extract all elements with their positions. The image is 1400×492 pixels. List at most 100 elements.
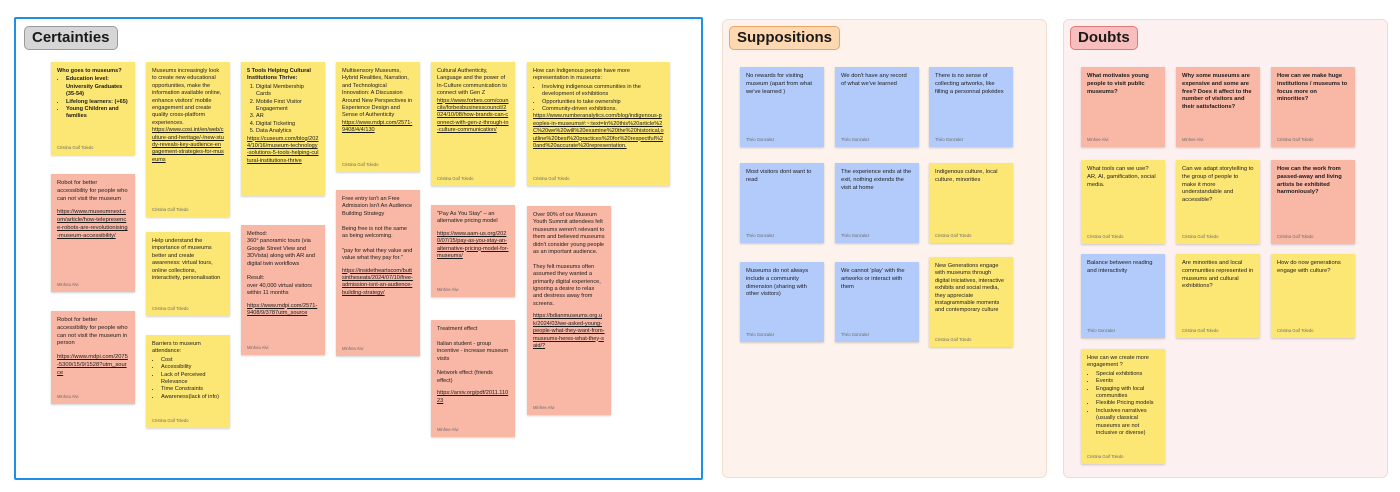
sticky-note-minorities-represented[interactable]: Are minorities and local communities rep… [1176, 254, 1260, 338]
sticky-note-barriers[interactable]: Barriers to museum attendance: Cost Acce… [146, 335, 230, 428]
note-title: Barriers to museum attendance: [152, 341, 201, 355]
note-link[interactable]: https://insidetheartscom/buttsintheseats… [342, 267, 413, 296]
note-title: How can we create more engagement ? [1087, 355, 1149, 369]
note-title: Who goes to museums? [57, 68, 122, 74]
sticky-note-no-collecting[interactable]: There is no sense of collecting artworks… [929, 67, 1013, 147]
note-link[interactable]: https://www.forbes.com/councils/forbesbu… [437, 97, 509, 134]
sticky-note-treatment-effect[interactable]: Treatment effect Italian student - group… [431, 320, 515, 437]
note-text: We cannot 'play' with the artworks or in… [841, 268, 905, 290]
note-link[interactable]: https://www.cosi.int/en/web/culture-and-… [152, 127, 224, 163]
note-bullet: Education level: University Graduates (3… [66, 76, 129, 98]
note-link[interactable]: https://www.aam-us.org/2020/07/15/pay-as… [437, 230, 509, 260]
note-author: Minhea Alvi [57, 393, 79, 399]
note-link[interactable]: https://www.mdpi.com/2571-9408/4/4/130 [342, 119, 413, 134]
note-text: Are minorities and local communities rep… [1182, 260, 1254, 290]
note-author: Cristina Goif Toledo [342, 161, 379, 167]
note-text: There is no sense of collecting artworks… [935, 73, 1004, 95]
note-bullet: Community-driven exhibitions. [542, 106, 664, 113]
note-text: What tools can we use? AR, AI, gamificat… [1087, 166, 1156, 188]
sticky-note-motivates-young[interactable]: What motivates young people to visit pub… [1081, 67, 1165, 147]
sticky-note-understand-importance[interactable]: Help understand the importance of museum… [146, 232, 230, 316]
note-bullet: Involving indigenous communities in the … [542, 84, 664, 99]
note-bullet: Flexible Pricing models [1096, 400, 1159, 407]
sticky-note-robot-accessibility[interactable]: Robot for better accessibility for peopl… [51, 174, 135, 292]
note-bullet: Special exhibitions [1096, 371, 1159, 378]
sticky-note-youth-summit[interactable]: Over 90% of our Museum Youth Summit atte… [527, 206, 611, 415]
note-author: Théo Gonzalez [746, 331, 775, 337]
note-item: Mobile First Visitor Engagement [256, 99, 319, 114]
note-link[interactable]: https://www.mdpi.com/2075-5309/15/9/1528… [57, 354, 128, 376]
note-bullet: Events [1096, 378, 1159, 385]
sticky-note-adapt-storytelling[interactable]: Can we adapt storytelling to the group o… [1176, 160, 1260, 244]
note-author: Cristina Goif Toledo [935, 232, 972, 238]
sticky-note-indigenous-culture[interactable]: Indigenous culture, local culture, minor… [929, 163, 1013, 243]
note-author: Minhea Alvi [57, 281, 79, 287]
sticky-note-experience-ends[interactable]: The experience ends at the exit, nothing… [835, 163, 919, 243]
note-text: Can we adapt storytelling to the group o… [1182, 166, 1254, 204]
sticky-note-balance-reading[interactable]: Balance between reading and interactivit… [1081, 254, 1165, 338]
note-author: Théo Gonzalez [841, 136, 870, 142]
note-author: Théo Gonzalez [841, 331, 870, 337]
sticky-note-cannot-play[interactable]: We cannot 'play' with the artworks or in… [835, 262, 919, 342]
note-text: New Generations engage with museums thro… [935, 263, 1005, 314]
sticky-note-passed-away-artists[interactable]: How can the work from passed-away and li… [1271, 160, 1355, 244]
note-author: Minhee Alvi [437, 286, 459, 292]
sticky-note-indigenous-representation[interactable]: How can Indigenous people have more repr… [527, 62, 670, 186]
note-author: Cristina Goif Toledo [935, 336, 972, 342]
suppositions-title: Suppositions [729, 26, 840, 50]
sticky-note-free-admission[interactable]: Free entry isn't an Free Admission Isn't… [336, 190, 420, 356]
note-text: Museums do not always include a communit… [746, 268, 809, 298]
note-text: Method: 360° panoramic tours (via Google… [247, 231, 315, 297]
sticky-note-multisensory-museums[interactable]: Multisensory Museums, Hybrid Realities, … [336, 62, 420, 172]
note-author: Minhee Alvi [533, 404, 555, 410]
sticky-note-what-tools[interactable]: What tools can we use? AR, AI, gamificat… [1081, 160, 1165, 244]
note-author: Cristina Goif Toledo [1087, 233, 1124, 239]
sticky-note-no-record[interactable]: We don't have any record of what we've l… [835, 67, 919, 147]
sticky-note-new-generations[interactable]: New Generations engage with museums thro… [929, 257, 1013, 347]
note-bullet: Opportunities to take ownership [542, 99, 664, 106]
sticky-note-create-engagement[interactable]: How can we create more engagement ? Spec… [1081, 349, 1165, 464]
note-text: We don't have any record of what we've l… [841, 73, 907, 87]
sticky-note-who-goes[interactable]: Who goes to museums? Education level: Un… [51, 62, 135, 155]
sticky-note-focus-minorities[interactable]: How can we make huge institutions / muse… [1271, 67, 1355, 147]
note-link[interactable]: https://www.numberanalytics.com/blog/ind… [533, 113, 664, 150]
note-link[interactable]: https://cuseum.com/blog/2024/10/16/museu… [247, 135, 319, 164]
note-author: Théo Gonzalez [746, 232, 775, 238]
note-bullet: Accessibility [161, 364, 224, 371]
sticky-note-cultural-authenticity[interactable]: Cultural Authenticity, Language and the … [431, 62, 515, 186]
sticky-note-360-method[interactable]: Method: 360° panoramic tours (via Google… [241, 225, 325, 355]
note-text: Help understand the importance of museum… [152, 238, 221, 282]
note-author: Cristina Goif Toledo [152, 305, 189, 311]
sticky-note-robot-in-person[interactable]: Robot for better accessibility for peopl… [51, 311, 135, 404]
note-author: Cristina Goif Toledo [1277, 233, 1314, 239]
sticky-note-no-rewards[interactable]: No rewards for visiting museum (apart fr… [740, 67, 824, 147]
sticky-note-new-generations-engage[interactable]: How do now generations engage with cultu… [1271, 254, 1355, 338]
note-text: No rewards for visiting museum (apart fr… [746, 73, 813, 95]
sticky-note-pay-as-you-stay[interactable]: "Pay As You Stay" – an alternative prici… [431, 205, 515, 297]
note-link[interactable]: https://arxiv.org/pdf/2011.11023 [437, 390, 509, 404]
note-text: Cultural Authenticity, Language and the … [437, 68, 507, 97]
note-link[interactable]: https://www.mdpi.com/2571-9408/9/3787utm… [247, 302, 318, 317]
note-author: Théo Gonzalez [935, 136, 964, 142]
note-item: Data Analytics [256, 128, 319, 135]
note-author: Cristina Goif Toledo [1182, 327, 1219, 333]
sticky-note-dont-read[interactable]: Most visitors dont want to read Théo Gon… [740, 163, 824, 243]
note-bullet: Cost [161, 357, 224, 364]
note-item: AR [256, 113, 319, 120]
sticky-note-5-tools[interactable]: 5 Tools Helping Cultural Institutions Th… [241, 62, 325, 196]
note-author: Minhea Alvi [342, 345, 364, 351]
note-text: Why some museums are expensive and some … [1182, 73, 1252, 111]
note-text: Free entry isn't an Free Admission Isn't… [342, 196, 413, 262]
sticky-note-community-dimension[interactable]: Museums do not always include a communit… [740, 262, 824, 342]
note-item: Digital Ticketing [256, 121, 319, 128]
note-link[interactable]: https://www.museumnext.com/article/how-t… [57, 209, 128, 239]
note-link[interactable]: https://bdianmuseums.org.uk/2024/03/we-a… [533, 313, 605, 349]
note-author: Cristina Goif Toledo [437, 175, 474, 181]
sticky-note-expensive-free[interactable]: Why some museums are expensive and some … [1176, 67, 1260, 147]
doubts-title: Doubts [1070, 26, 1138, 50]
note-author: Théo Gonzalez [841, 232, 870, 238]
note-author: Minhee Alvi [1182, 136, 1204, 142]
note-author: Théo Gonzalez [746, 136, 775, 142]
note-text: Multisensory Museums, Hybrid Realities, … [342, 68, 413, 119]
sticky-note-educational-opportunities[interactable]: Museums increasingly look to create new … [146, 62, 230, 217]
